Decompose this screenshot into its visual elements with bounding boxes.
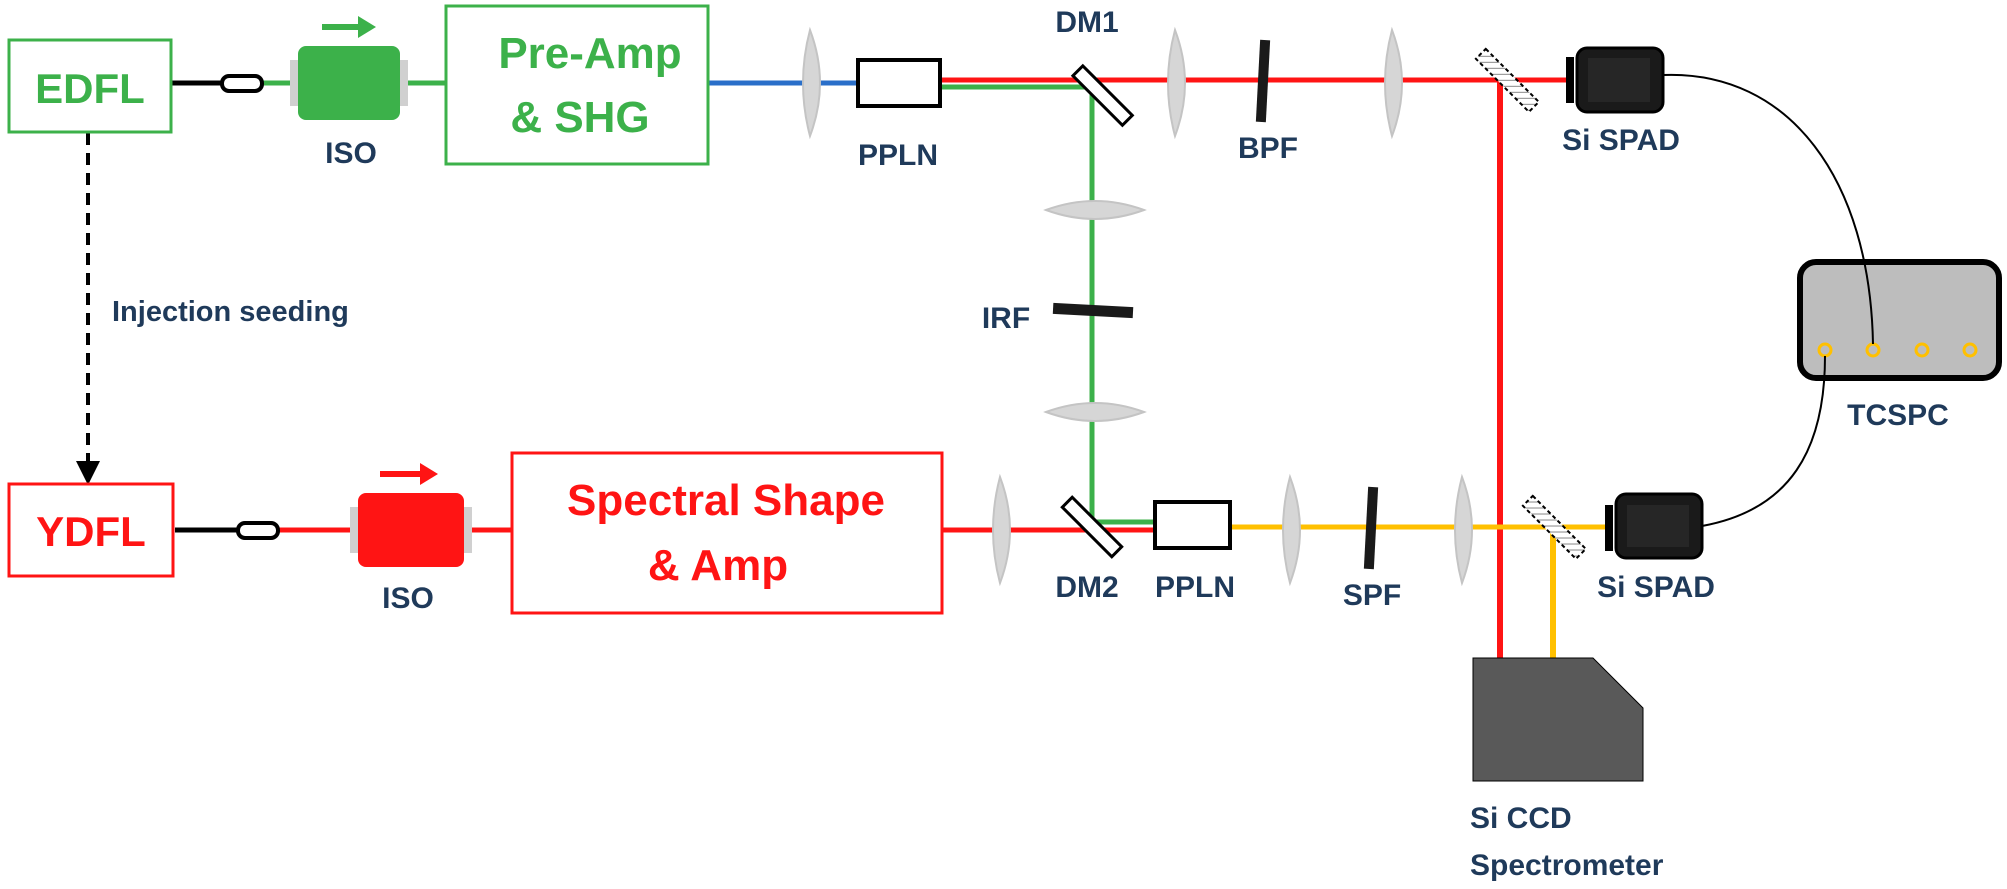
lens-icon xyxy=(1384,26,1403,140)
spad-detector-icon xyxy=(1605,492,1704,560)
lens-icon xyxy=(992,473,1011,587)
fiber-connector-icon xyxy=(220,74,264,93)
preamp-label-line2: & SHG xyxy=(510,93,649,142)
ccd-label-line1: Si CCD xyxy=(1470,802,1572,835)
isolator-top xyxy=(290,16,408,120)
spf-label: SPF xyxy=(1343,579,1401,612)
ydfl-label: YDFL xyxy=(36,508,146,555)
fiber-connector-icon xyxy=(236,521,280,540)
ydfl-box xyxy=(7,482,175,578)
filter-icon xyxy=(1052,302,1134,319)
bpf-label: BPF xyxy=(1238,132,1298,165)
iso-top-label: ISO xyxy=(325,137,377,170)
spad-bottom-label: Si SPAD xyxy=(1597,571,1715,604)
dichroic-mirror-icon xyxy=(1070,63,1135,128)
tcspc-port-2 xyxy=(1865,342,1881,358)
spectral-label-line1: Spectral Shape xyxy=(567,476,885,525)
lens-icon xyxy=(1167,26,1186,140)
tcspc-module-icon xyxy=(1797,259,2002,381)
lens-icon xyxy=(1454,473,1473,587)
spectral-shape-amp-box xyxy=(510,451,944,615)
ppln-top-label: PPLN xyxy=(858,139,938,172)
ppln-bottom-crystal xyxy=(1153,500,1232,550)
spad-detector-icon xyxy=(1566,46,1665,114)
ccd-label-line2: Spectrometer xyxy=(1470,849,1664,882)
iso-bottom-label: ISO xyxy=(382,582,434,615)
preamp-shg-box xyxy=(444,4,710,166)
dm2-label: DM2 xyxy=(1055,571,1118,604)
cable-spad-bottom-to-tcspc xyxy=(1701,355,1826,527)
isolator-bottom xyxy=(350,463,472,567)
injection-label: Injection seeding xyxy=(112,296,349,328)
tcspc-label: TCSPC xyxy=(1847,399,1949,432)
tcspc-port-1 xyxy=(1817,342,1833,358)
ppln-bottom-label: PPLN xyxy=(1155,571,1235,604)
lens-icon xyxy=(1043,402,1147,422)
lens-icon xyxy=(802,26,821,140)
isolator-arrow-icon xyxy=(358,16,376,38)
edfl-box xyxy=(7,38,173,134)
isolator-arrow-icon xyxy=(420,463,438,485)
spectrometer-icon xyxy=(1472,657,1644,782)
cable-spad-top-to-tcspc xyxy=(1662,73,1874,345)
tcspc-port-3 xyxy=(1914,342,1930,358)
filter-icon xyxy=(1363,486,1379,570)
dichroic-mirror-icon xyxy=(1060,495,1124,559)
preamp-label-line1: Pre-Amp xyxy=(498,29,681,78)
lens-icon xyxy=(1043,200,1147,220)
ppln-top-crystal xyxy=(856,58,942,108)
spad-top-label: Si SPAD xyxy=(1562,124,1680,157)
edfl-label: EDFL xyxy=(35,65,145,112)
dm1-label: DM1 xyxy=(1055,6,1118,39)
beam-splitter-icon xyxy=(1474,47,1541,114)
spectral-label-line2: & Amp xyxy=(648,541,788,590)
irf-label: IRF xyxy=(982,302,1030,335)
lens-icon xyxy=(1282,473,1301,587)
tcspc-port-4 xyxy=(1962,342,1978,358)
beam-splitter-icon xyxy=(1521,494,1588,561)
filter-icon xyxy=(1255,39,1271,123)
